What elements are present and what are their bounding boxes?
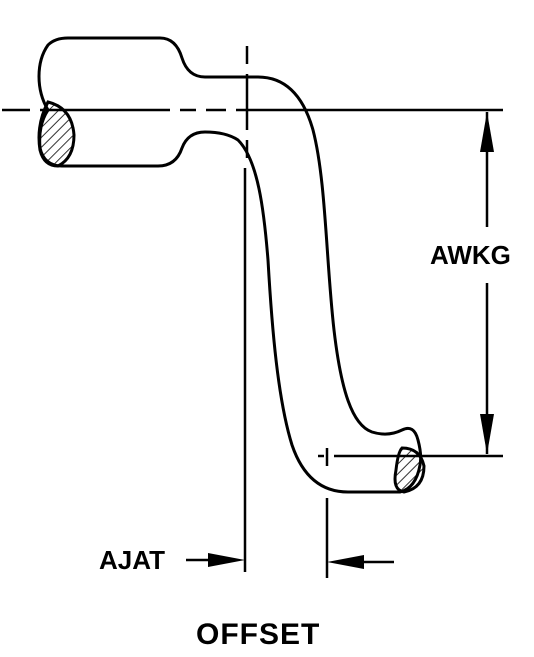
vertical-dimension [480,112,494,454]
arrow-right-icon [208,553,245,567]
left-section-hatch [37,100,76,168]
arrow-up-icon [480,112,494,152]
arrow-left-icon [327,555,364,569]
arrow-down-icon [480,414,494,454]
right-section-hatch [393,446,426,494]
offset-caption: OFFSET [196,618,320,651]
horizontal-dimension [186,553,394,569]
ajat-label: AJAT [99,545,165,575]
part-outline [37,36,423,494]
awkg-label: AWKG [430,240,511,270]
